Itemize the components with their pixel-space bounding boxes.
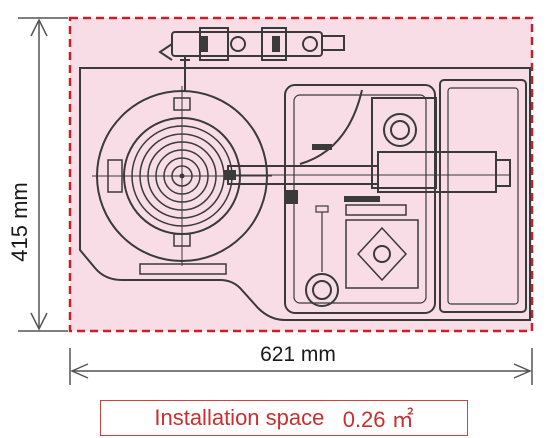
installation-space-label: Installation space <box>154 405 325 430</box>
width-dimension-label: 621 mm <box>260 343 336 366</box>
installation-space-value: 0.26 ㎡ <box>342 407 414 432</box>
machine-accents <box>179 36 380 204</box>
width-dimension-line <box>69 348 533 385</box>
height-dimension-label: 415 mm <box>7 182 32 262</box>
installation-space-gap <box>324 405 342 431</box>
installation-space-box: Installation space 0.26 ㎡ <box>100 400 468 436</box>
machine-outline <box>79 27 531 321</box>
height-dimension-line <box>18 17 68 332</box>
